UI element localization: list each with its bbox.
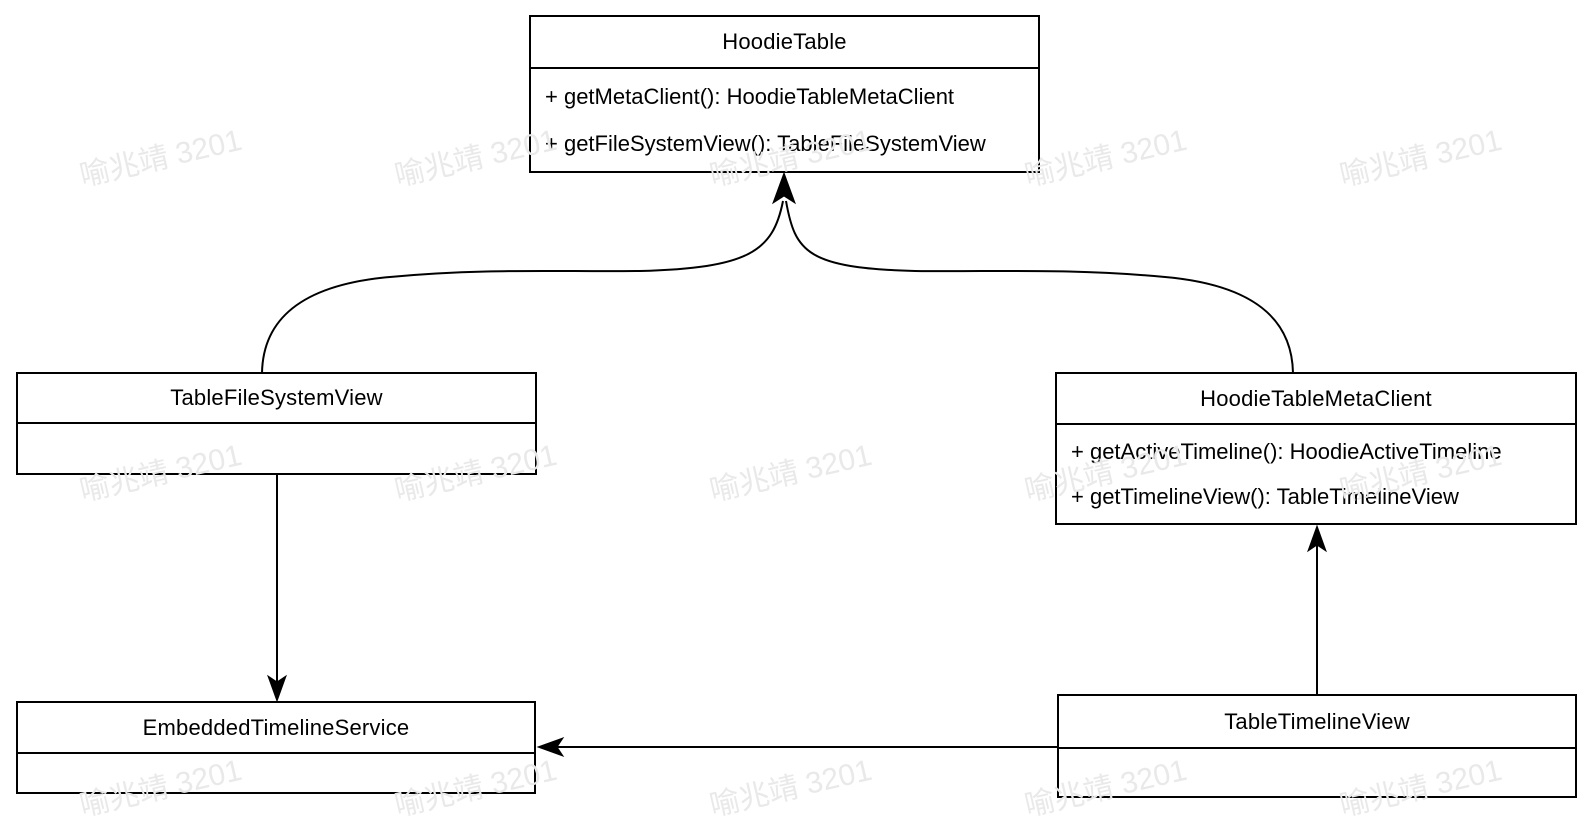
class-methods-section-empty (1059, 749, 1575, 796)
class-methods-section: + getActiveTimeline(): HoodieActiveTimel… (1057, 425, 1575, 523)
arrowhead-into-hoodietablemetaclient-bottom (1307, 524, 1327, 553)
class-title: TableTimelineView (1059, 696, 1575, 749)
class-box-hoodie-table-meta-client: HoodieTableMetaClient + getActiveTimelin… (1055, 372, 1577, 525)
class-box-table-file-system-view: TableFileSystemView (16, 372, 537, 475)
arrowhead-into-embeddedtimelineservice-top (267, 674, 287, 703)
class-box-table-timeline-view: TableTimelineView (1057, 694, 1577, 798)
method-get-meta-client: + getMetaClient(): HoodieTableMetaClient (545, 83, 955, 109)
class-title: EmbeddedTimelineService (18, 703, 534, 754)
arrowhead-into-embeddedtimelineservice-right (536, 737, 565, 757)
class-title: TableFileSystemView (18, 374, 535, 424)
method-get-active-timeline: + getActiveTimeline(): HoodieActiveTimel… (1071, 438, 1502, 464)
watermark-text: 喻兆靖 3201 (76, 123, 245, 194)
method-get-file-system-view: + getFileSystemView(): TableFileSystemVi… (545, 130, 986, 156)
watermark-text: 喻兆靖 3201 (1021, 123, 1190, 194)
class-methods-section: + getMetaClient(): HoodieTableMetaClient… (531, 69, 1038, 171)
class-box-hoodie-table: HoodieTable + getMetaClient(): HoodieTab… (529, 15, 1040, 173)
method-get-timeline-view: + getTimelineView(): TableTimelineView (1071, 483, 1459, 509)
class-box-embedded-timeline-service: EmbeddedTimelineService (16, 701, 536, 794)
edge-hoodietablemetaclient-to-hoodietable (785, 200, 1294, 374)
class-title: HoodieTableMetaClient (1057, 374, 1575, 425)
class-methods-section-empty (18, 754, 534, 792)
edge-tablefilesystemview-to-hoodietable (261, 200, 784, 374)
class-title: HoodieTable (531, 17, 1038, 69)
watermark-text: 喻兆靖 3201 (1336, 123, 1505, 194)
watermark-text: 喻兆靖 3201 (706, 753, 875, 818)
watermark-text: 喻兆靖 3201 (706, 438, 875, 509)
arrowhead-into-hoodietable (772, 171, 796, 205)
class-methods-section-empty (18, 424, 535, 473)
